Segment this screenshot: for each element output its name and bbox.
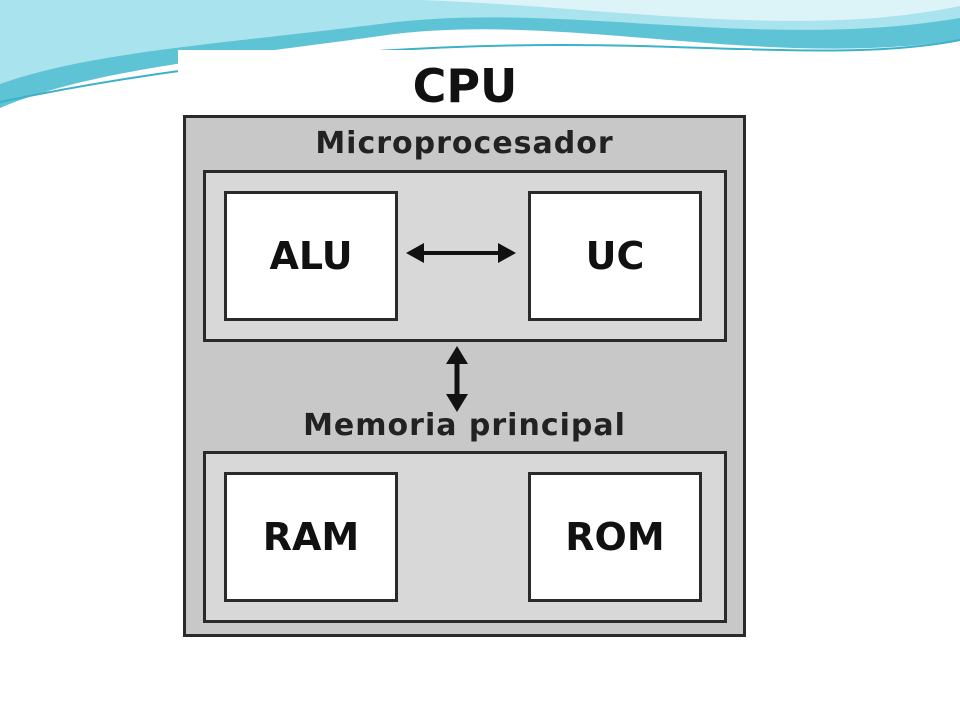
- uc-box: UC: [528, 191, 702, 321]
- wave-band-top: [420, 0, 960, 21]
- cpu-diagram: CPU Microprocesador ALU UC Memoria princ…: [178, 50, 752, 642]
- cpu-memory-double-arrow: [446, 346, 468, 412]
- alu-box: ALU: [224, 191, 398, 321]
- memory-label: Memoria principal: [303, 408, 626, 443]
- cpu-box: Microprocesador ALU UC Memoria principal…: [183, 115, 746, 637]
- cpu-title: CPU: [412, 59, 518, 113]
- microprocessor-label: Microprocesador: [315, 126, 614, 161]
- wave-band-light: [0, 0, 960, 84]
- rom-box: ROM: [528, 472, 702, 602]
- ram-box: RAM: [224, 472, 398, 602]
- memory-frame: RAM ROM: [203, 451, 727, 623]
- wave-line: [0, 39, 960, 103]
- alu-uc-double-arrow: [406, 243, 516, 263]
- microprocessor-frame: ALU UC: [203, 170, 727, 342]
